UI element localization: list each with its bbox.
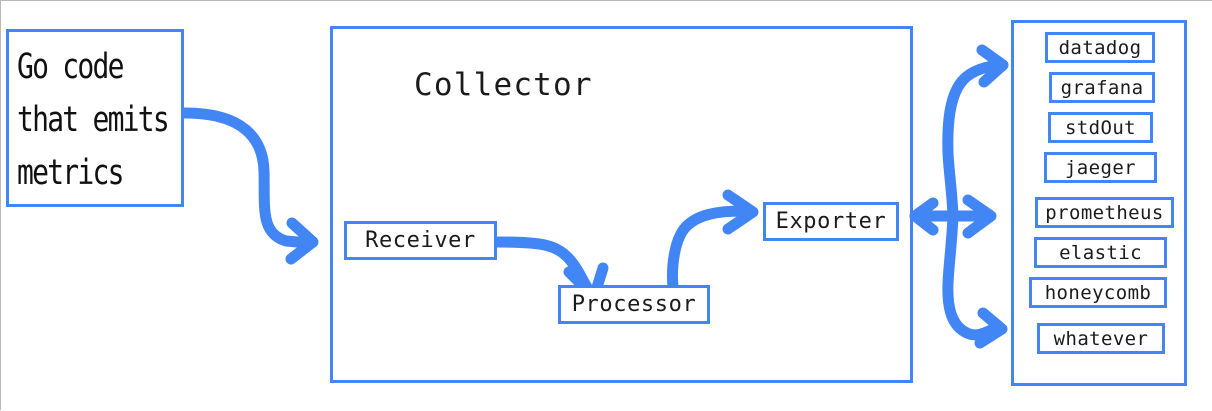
- destination-jaeger[interactable]: jaeger: [1044, 152, 1157, 183]
- destination-label: datadog: [1058, 36, 1142, 59]
- source-line-1: Go code: [17, 47, 124, 87]
- source-line-2: that emits: [17, 100, 170, 140]
- destination-label: jaeger: [1064, 156, 1137, 179]
- destination-label: stdOut: [1064, 116, 1137, 139]
- receiver-label: Receiver: [365, 228, 476, 253]
- destination-label: prometheus: [1045, 201, 1164, 224]
- source-line-3: metrics: [17, 153, 124, 193]
- connector-source-to-receiver: [179, 107, 319, 265]
- destination-honeycomb[interactable]: honeycomb: [1029, 277, 1167, 308]
- destination-stdout[interactable]: stdOut: [1048, 112, 1153, 143]
- destination-prometheus[interactable]: prometheus: [1035, 197, 1174, 228]
- exporter-label: Exporter: [775, 209, 887, 234]
- collector-title: Collector: [414, 67, 593, 103]
- receiver-node[interactable]: Receiver: [344, 221, 497, 260]
- destinations-container: [1011, 20, 1187, 386]
- destination-datadog[interactable]: datadog: [1045, 32, 1155, 63]
- destination-grafana[interactable]: grafana: [1049, 72, 1155, 103]
- destination-label: grafana: [1060, 76, 1144, 99]
- destination-label: elastic: [1059, 241, 1142, 264]
- destination-label: honeycomb: [1044, 281, 1152, 304]
- collector-container: [330, 26, 913, 383]
- go-code-source-box: Go code that emits metrics: [6, 29, 184, 207]
- processor-label: Processor: [571, 292, 697, 317]
- destination-whatever[interactable]: whatever: [1037, 323, 1165, 354]
- processor-node[interactable]: Processor: [558, 285, 710, 324]
- connector-exporter-fanout: [909, 44, 1009, 349]
- destination-elastic[interactable]: elastic: [1034, 237, 1167, 268]
- exporter-node[interactable]: Exporter: [763, 202, 899, 241]
- destination-label: whatever: [1053, 327, 1149, 350]
